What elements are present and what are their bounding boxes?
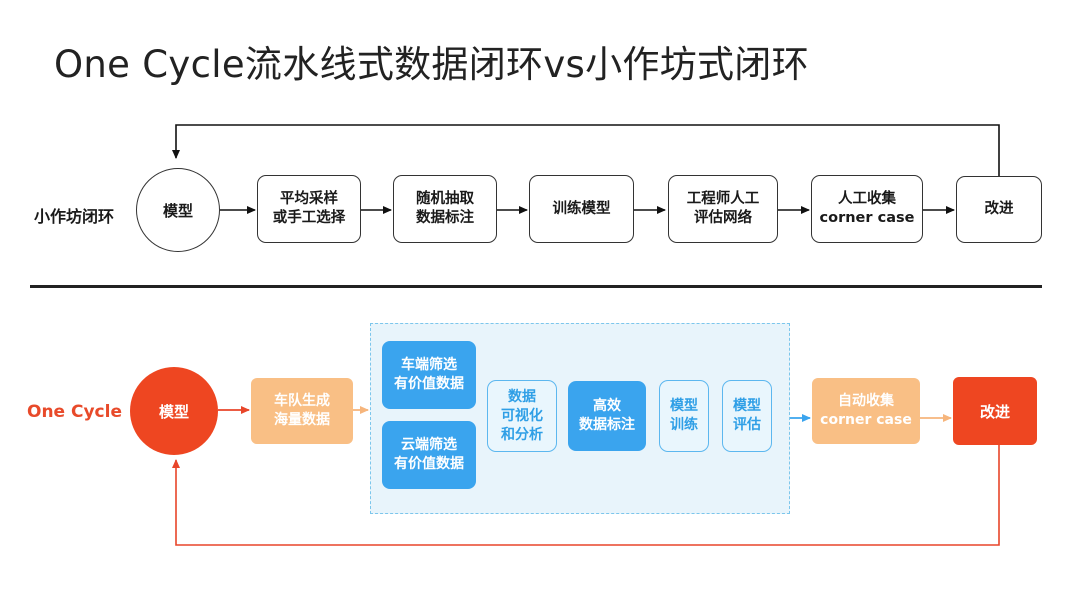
bottom-collect-node: 自动收集 corner case — [812, 378, 920, 444]
top-eval-node: 工程师人工 评估网络 — [668, 175, 778, 243]
bottom-feedback-arrow — [172, 445, 1000, 546]
top-model-node: 模型 — [136, 168, 220, 252]
top-improve-node: 改进 — [956, 176, 1042, 243]
vehicle-filter-node: 车端筛选 有价值数据 — [382, 341, 476, 409]
bottom-model-node: 模型 — [130, 367, 218, 455]
page-title: One Cycle流水线式数据闭环vs小作坊式闭环 — [54, 43, 809, 86]
workshop-row-label: 小作坊闭环 — [34, 207, 115, 226]
top-train-node: 训练模型 — [529, 175, 634, 243]
visualize-node: 数据 可视化 和分析 — [487, 380, 557, 452]
top-sample-node: 平均采样 或手工选择 — [257, 175, 361, 243]
cloud-filter-node: 云端筛选 有价值数据 — [382, 421, 476, 489]
train-node: 模型 训练 — [659, 380, 709, 452]
top-extract-label-node: 随机抽取 数据标注 — [393, 175, 497, 243]
bottom-fleet-node: 车队生成 海量数据 — [251, 378, 353, 444]
one-cycle-row-label: One Cycle — [27, 402, 122, 422]
bottom-improve-node: 改进 — [953, 377, 1037, 445]
eval-node: 模型 评估 — [722, 380, 772, 452]
top-feedback-arrow — [172, 124, 1000, 176]
section-divider — [30, 285, 1042, 288]
annotate-node: 高效 数据标注 — [568, 381, 646, 451]
top-collect-node: 人工收集 corner case — [811, 175, 923, 243]
